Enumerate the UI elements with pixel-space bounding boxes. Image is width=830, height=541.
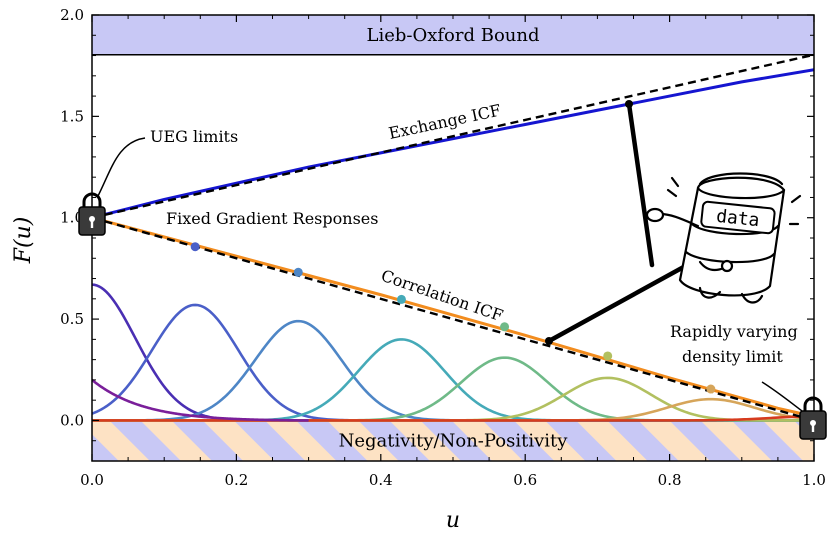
lieb-oxford-label: Lieb-Oxford Bound (367, 25, 540, 46)
right-hand (720, 259, 734, 273)
barrel-lid (698, 172, 784, 186)
response-marker-2 (396, 294, 406, 304)
negativity-region (92, 420, 814, 461)
x-tick-label-0: 0.0 (80, 471, 104, 489)
fixed-gradient-label: Fixed Gradient Responses (166, 209, 378, 228)
x-axis-label: u (446, 508, 460, 533)
plot-curves (92, 53, 814, 422)
x-tick-label-4: 0.8 (658, 471, 682, 489)
series-line-1 (92, 53, 814, 219)
left-hand (645, 207, 665, 223)
right-arm (698, 260, 726, 272)
lower-rod (546, 255, 703, 344)
series-line-3 (92, 216, 814, 422)
rod-end-upper (625, 100, 633, 108)
x-tick-label-3: 0.6 (513, 471, 537, 489)
barrel-top-rim (696, 186, 786, 200)
upper-rod (626, 101, 655, 268)
ueg-limits-label: UEG limits (150, 127, 238, 146)
data-label-text: data (715, 206, 760, 231)
lieb-oxford-region (92, 15, 814, 55)
data-label-box (700, 200, 776, 235)
gradient-response-curve-7 (92, 415, 814, 422)
left-leg (698, 286, 722, 299)
y-axis-label: F(u) (11, 217, 36, 265)
ueg-pointer (97, 137, 146, 197)
rapid-limit-label-line1: Rapidly varying (670, 322, 798, 341)
y-tick-label-3: 1.5 (60, 107, 84, 125)
correlation-icf-label: Correlation ICF (379, 266, 506, 325)
response-marker-4 (603, 351, 613, 361)
x-tick-label-1: 0.2 (224, 471, 248, 489)
y-tick-label-2: 1.0 (60, 209, 84, 227)
rapid-limit-label-line2: density limit (682, 347, 783, 366)
gradient-response-curve-extra (92, 378, 309, 422)
response-marker-0 (190, 242, 200, 252)
y-tick-label-1: 0.5 (60, 310, 84, 328)
exchange-icf-label: Exchange ICF (387, 101, 503, 143)
lock-icon (78, 192, 106, 236)
series-line-0 (92, 68, 814, 220)
response-marker-1 (293, 267, 303, 277)
data-cartoon-icon: data (545, 100, 802, 345)
x-tick-label-5: 1.0 (802, 471, 826, 489)
lock-icon-right (799, 396, 827, 440)
axis-ticks: 0.0 0.2 0.4 0.6 0.8 1.0 0.0 0.5 1.0 1.5 2.0 (60, 6, 826, 489)
x-tick-label-2: 0.4 (369, 471, 393, 489)
series-line-2 (92, 216, 814, 418)
y-tick-label-4: 2.0 (60, 6, 84, 24)
y-tick-label-0: 0.0 (60, 411, 84, 429)
negativity-label: Negativity/Non-Positivity (339, 431, 569, 452)
response-marker-3 (500, 322, 510, 332)
response-marker-5 (706, 384, 716, 394)
rod-end-lower (545, 337, 553, 345)
right-leg (740, 292, 764, 304)
motion-mark-2 (670, 176, 680, 188)
motion-mark-1 (666, 188, 678, 198)
motion-mark-3 (790, 194, 802, 204)
